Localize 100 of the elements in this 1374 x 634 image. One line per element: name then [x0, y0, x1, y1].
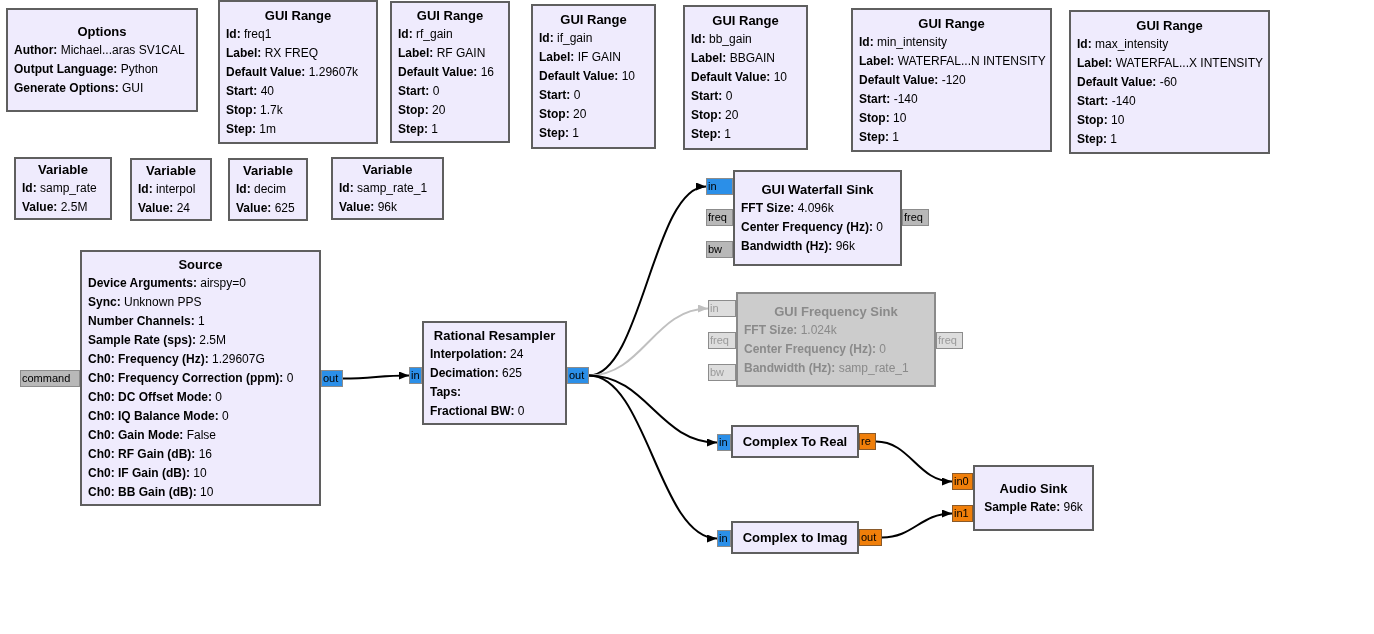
block-title: Rational Resampler — [432, 326, 557, 345]
block-box — [228, 158, 308, 221]
port-label: bw — [708, 364, 736, 381]
parameter-text: Ch0: RF Gain (dB): 16 — [88, 445, 213, 463]
port-label: command — [20, 370, 80, 387]
block-title: GUI Frequency Sink — [773, 302, 899, 321]
parameter-text: Default Value: 10 — [691, 69, 789, 86]
parameter-text: Bandwidth (Hz): samp_rate_1 — [744, 359, 910, 377]
parameter-text: Sync: Unknown PPS — [88, 293, 203, 311]
parameter-text: Stop: 10 — [859, 109, 908, 127]
parameter-text: Ch0: IQ Balance Mode: 0 — [88, 407, 230, 425]
port-label: in0 — [952, 473, 973, 490]
parameter-text: Label: BBGAIN — [691, 50, 777, 67]
port-label: freq — [902, 209, 929, 226]
block-title: GUI Waterfall Sink — [760, 181, 875, 199]
parameter-text: Interpolation: 24 — [430, 345, 525, 363]
block-title: Audio Sink — [998, 480, 1069, 498]
parameter-text: Label: IF GAIN — [539, 49, 622, 66]
parameter-text: Step: 1 — [1077, 130, 1118, 148]
block-title: GUI Range — [559, 11, 628, 29]
port-label: out — [859, 529, 882, 546]
parameter-text: Author: Michael...aras SV1CAL — [14, 42, 186, 59]
block-box — [851, 8, 1052, 152]
block-title: Variable — [37, 161, 89, 179]
parameter-text: Start: 40 — [226, 82, 276, 100]
block-title: Source — [177, 255, 224, 274]
parameter-text: Center Frequency (Hz): 0 — [744, 340, 888, 358]
block-box — [683, 5, 808, 150]
parameter-text: Ch0: BB Gain (dB): 10 — [88, 483, 215, 501]
parameter-text: Id: freq1 — [226, 25, 273, 43]
parameter-text: Step: 1 — [859, 128, 900, 146]
block-box — [6, 8, 198, 112]
block-title: Variable — [242, 162, 294, 180]
parameter-text: Default Value: 10 — [539, 68, 637, 85]
parameter-text: Id: samp_rate — [22, 180, 98, 197]
block-box — [390, 1, 510, 143]
port-label: bw — [706, 241, 733, 258]
block-box — [736, 292, 936, 387]
parameter-text: Id: max_intensity — [1077, 35, 1170, 53]
block-box — [731, 521, 859, 554]
parameter-text: Ch0: Frequency Correction (ppm): 0 — [88, 369, 295, 387]
block-box — [1069, 10, 1270, 154]
port-label: freq — [936, 332, 963, 349]
parameter-text: Taps: — [430, 383, 463, 401]
parameter-text: Id: rf_gain — [398, 25, 454, 43]
parameter-text: Sample Rate (sps): 2.5M — [88, 331, 228, 349]
parameter-text: Label: RF GAIN — [398, 44, 487, 62]
parameter-text: Ch0: Frequency (Hz): 1.29607G — [88, 350, 266, 368]
connector-arrow — [875, 440, 953, 485]
connector-arrow — [588, 374, 718, 541]
port-label: out — [321, 370, 343, 387]
port-label: in1 — [952, 505, 973, 522]
block-box — [218, 0, 378, 144]
block-title: GUI Range — [711, 12, 780, 30]
parameter-text: Start: -140 — [1077, 92, 1137, 110]
parameter-text: Ch0: DC Offset Mode: 0 — [88, 388, 223, 406]
parameter-text: Start: 0 — [691, 88, 734, 105]
block-box — [422, 321, 567, 425]
parameter-text: Stop: 20 — [539, 106, 588, 123]
parameter-text: FFT Size: 1.024k — [744, 321, 838, 339]
parameter-text: Stop: 1.7k — [226, 101, 284, 119]
port-label: in — [409, 367, 422, 384]
block-title: GUI Range — [415, 6, 485, 25]
block-title: GUI Range — [917, 14, 986, 33]
parameter-text: Step: 1 — [691, 126, 732, 143]
parameter-text: Id: interpol — [138, 181, 197, 198]
block-title: Variable — [145, 162, 197, 180]
parameter-text: Default Value: 1.29607k — [226, 63, 360, 81]
parameter-text: Value: 2.5M — [22, 199, 89, 216]
parameter-text: Value: 24 — [138, 200, 192, 217]
parameter-text: Step: 1 — [398, 120, 439, 138]
parameter-text: Generate Options: GUI — [14, 80, 145, 97]
parameter-text: Decimation: 625 — [430, 364, 524, 382]
block-title: Complex to Imag — [741, 529, 849, 547]
parameter-text: FFT Size: 4.096k — [741, 200, 835, 217]
connector-arrow — [881, 510, 953, 539]
parameter-text: Default Value: -120 — [859, 71, 967, 89]
block-box — [331, 157, 444, 220]
parameter-text: Id: if_gain — [539, 30, 594, 47]
parameter-text: Step: 1 — [539, 125, 580, 142]
parameter-text: Output Language: Python — [14, 61, 160, 78]
parameter-text: Center Frequency (Hz): 0 — [741, 219, 885, 236]
parameter-text: Id: bb_gain — [691, 31, 753, 48]
parameter-text: Sample Rate: 96k — [983, 499, 1084, 516]
parameter-text: Stop: 20 — [398, 101, 447, 119]
port-label: in — [706, 178, 733, 195]
block-title: Complex To Real — [741, 433, 849, 451]
block-box — [531, 4, 656, 149]
port-label: re — [859, 433, 876, 450]
parameter-text: Bandwidth (Hz): 96k — [741, 238, 856, 255]
port-label: freq — [706, 209, 733, 226]
block-box — [14, 157, 112, 220]
parameter-text: Id: min_intensity — [859, 33, 949, 51]
block-title: GUI Range — [263, 6, 333, 25]
parameter-text: Start: -140 — [859, 90, 919, 108]
port-label: in — [708, 300, 736, 317]
parameter-text: Ch0: Gain Mode: False — [88, 426, 218, 444]
block-box — [973, 465, 1094, 531]
parameter-text: Value: 625 — [236, 200, 296, 217]
parameter-text: Start: 0 — [398, 82, 441, 100]
